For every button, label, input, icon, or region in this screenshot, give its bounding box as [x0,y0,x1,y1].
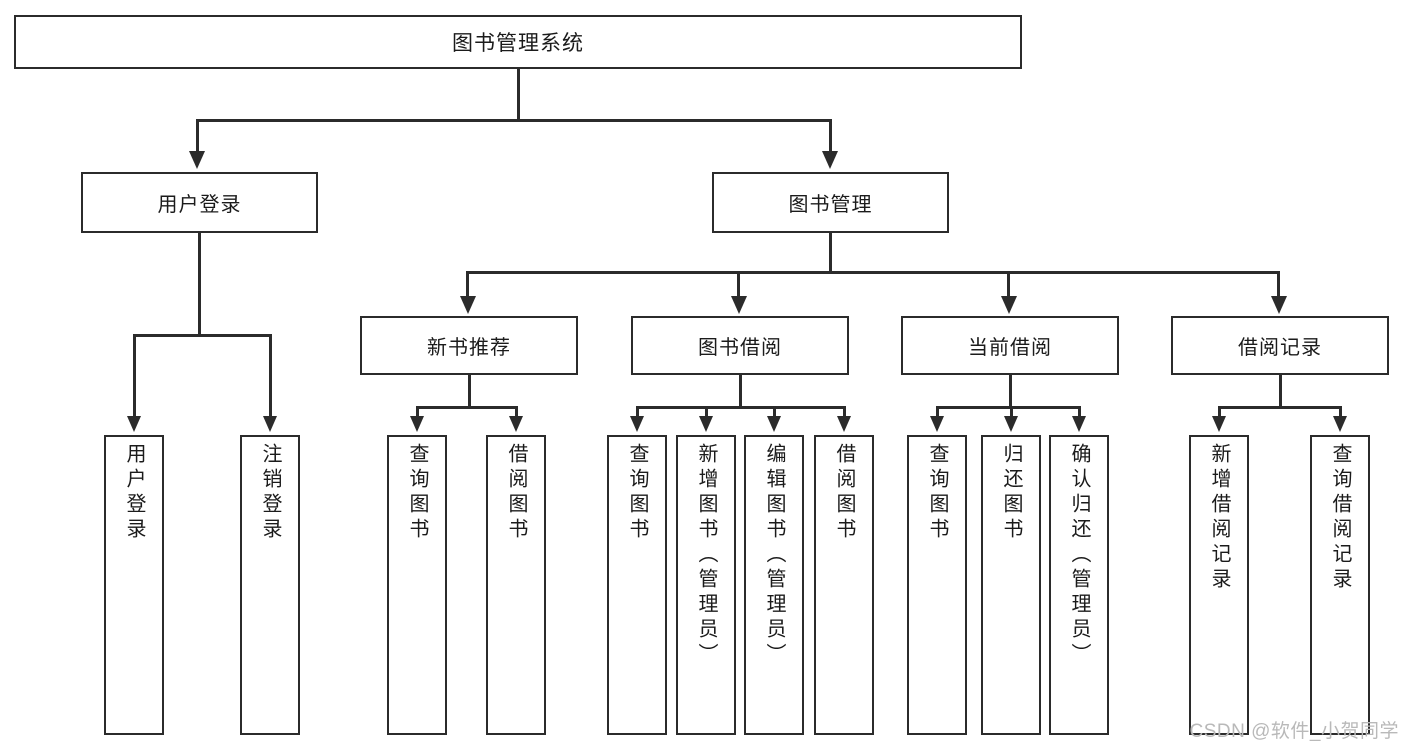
node-label: 当前借阅 [968,337,1052,359]
node-label: 编辑图书（管理员） [763,443,785,668]
arrowhead-leaf-query-book-2 [630,416,644,432]
node-leaf-borrow-book-2[interactable]: 借阅图书 [814,435,874,735]
node-user-login[interactable]: 用户登录 [81,172,318,233]
node-label: 确认归还（管理员） [1068,443,1090,668]
node-leaf-query-book-1[interactable]: 查询图书 [387,435,447,735]
arrowhead-leaf-query-book-1 [410,416,424,432]
connector-to-book-management [829,119,832,153]
node-label: 借阅图书 [833,443,855,543]
connector-new-book-recommend-bus [416,406,518,409]
node-leaf-user-logout[interactable]: 注销登录 [240,435,300,735]
node-leaf-query-book-2[interactable]: 查询图书 [607,435,667,735]
arrowhead-leaf-user-logout [263,416,277,432]
arrowhead-leaf-edit-book [767,416,781,432]
node-label: 查询图书 [406,443,428,543]
connector-borrow-record-stem [1279,375,1282,408]
connector-user-login-bus [133,334,272,337]
node-label: 查询借阅记录 [1329,443,1351,593]
node-new-book-recommend[interactable]: 新书推荐 [360,316,578,375]
node-leaf-user-login[interactable]: 用户登录 [104,435,164,735]
node-leaf-add-book[interactable]: 新增图书（管理员） [676,435,736,735]
node-label: 借阅记录 [1238,337,1322,359]
node-label: 图书借阅 [698,337,782,359]
connector-to-new-book-recommend [466,271,469,298]
node-label: 新增图书（管理员） [695,443,717,668]
connector-new-book-recommend-drop-2 [515,406,518,418]
connector-to-borrow-record [1277,271,1280,298]
node-leaf-edit-book[interactable]: 编辑图书（管理员） [744,435,804,735]
node-leaf-return-book[interactable]: 归还图书 [981,435,1041,735]
connector-new-book-recommend-stem [468,375,471,408]
node-leaf-query-record[interactable]: 查询借阅记录 [1310,435,1370,735]
connector-borrow-record-bus [1218,406,1342,409]
node-root-book-management-system[interactable]: 图书管理系统 [14,15,1022,69]
node-leaf-add-record[interactable]: 新增借阅记录 [1189,435,1249,735]
csdn-watermark: CSDN @软件_小贺同学 [1189,721,1399,742]
connector-user-login-drop-2 [269,334,272,418]
connector-book-borrow-drop-4 [843,406,846,418]
node-leaf-confirm-return[interactable]: 确认归还（管理员） [1049,435,1109,735]
node-label: 查询图书 [626,443,648,543]
arrowhead-leaf-return-book [1004,416,1018,432]
arrowhead-leaf-confirm-return [1072,416,1086,432]
connector-level3-bus [466,271,1280,274]
node-label: 注销登录 [259,443,281,543]
arrowhead-leaf-add-book [699,416,713,432]
connector-current-borrow-bus [936,406,1081,409]
connector-current-borrow-stem [1009,375,1012,408]
connector-current-borrow-drop-1 [936,406,939,418]
node-leaf-query-book-3[interactable]: 查询图书 [907,435,967,735]
node-label: 图书管理 [788,194,873,216]
connector-to-current-borrow [1007,271,1010,298]
arrowhead-leaf-user-login [127,416,141,432]
connector-user-login-stem [198,233,201,336]
arrowhead-leaf-borrow-book-2 [837,416,851,432]
node-label: 新增借阅记录 [1208,443,1230,593]
connector-borrow-record-drop-1 [1218,406,1221,418]
connector-root-stem [517,69,520,121]
connector-to-book-borrow [737,271,740,298]
arrowhead-leaf-query-record [1333,416,1347,432]
connector-book-borrow-drop-2 [705,406,708,418]
connector-level2-bus [196,119,832,122]
arrowhead-leaf-query-book-3 [930,416,944,432]
connector-current-borrow-drop-3 [1078,406,1081,418]
arrowhead-to-new-book-recommend [460,296,476,314]
connector-current-borrow-drop-2 [1010,406,1013,418]
connector-new-book-recommend-drop-1 [416,406,419,418]
node-book-borrow[interactable]: 图书借阅 [631,316,849,375]
node-label: 图书管理系统 [452,32,584,55]
connector-book-borrow-drop-3 [773,406,776,418]
connector-book-borrow-bus [636,406,845,409]
node-label: 新书推荐 [427,337,511,359]
connector-book-borrow-stem [739,375,742,408]
connector-user-login-drop-1 [133,334,136,418]
connector-to-user-login [196,119,199,153]
node-label: 用户登录 [123,443,145,543]
arrowhead-to-borrow-record [1271,296,1287,314]
connector-book-management-stem [829,233,832,273]
node-leaf-borrow-book-1[interactable]: 借阅图书 [486,435,546,735]
arrowhead-to-book-management [822,151,838,169]
arrowhead-to-user-login [189,151,205,169]
node-label: 查询图书 [926,443,948,543]
arrowhead-to-current-borrow [1001,296,1017,314]
node-current-borrow[interactable]: 当前借阅 [901,316,1119,375]
node-borrow-record[interactable]: 借阅记录 [1171,316,1389,375]
node-label: 归还图书 [1000,443,1022,543]
node-label: 借阅图书 [505,443,527,543]
node-label: 用户登录 [157,194,242,216]
arrowhead-to-book-borrow [731,296,747,314]
arrowhead-leaf-add-record [1212,416,1226,432]
arrowhead-leaf-borrow-book-1 [509,416,523,432]
connector-borrow-record-drop-2 [1339,406,1342,418]
node-book-management[interactable]: 图书管理 [712,172,949,233]
connector-book-borrow-drop-1 [636,406,639,418]
